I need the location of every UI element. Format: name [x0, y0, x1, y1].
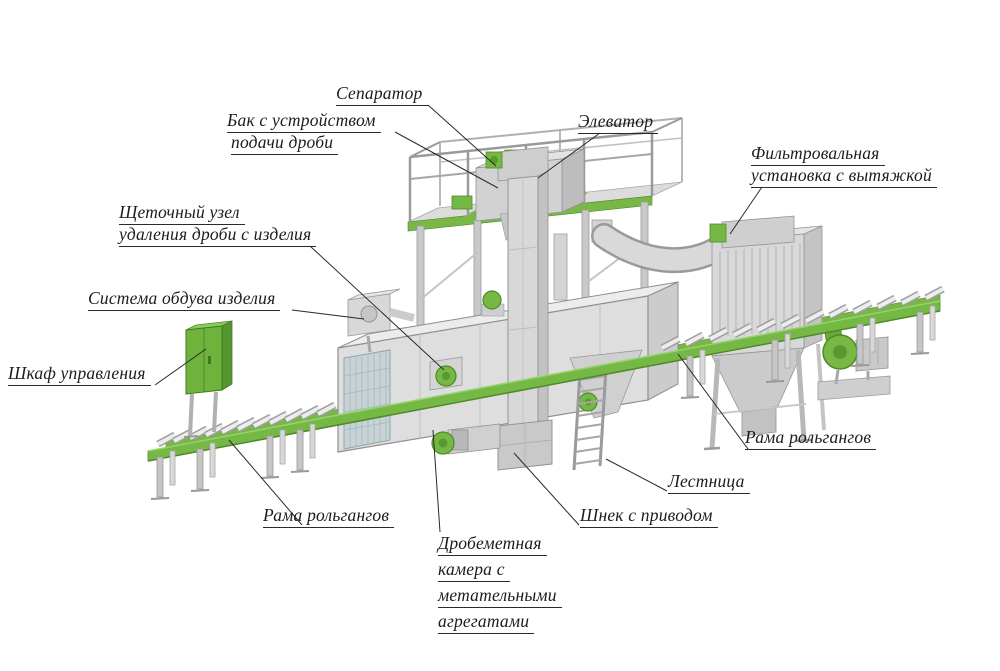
label-shot-tank-line1: Бак с устройством	[227, 110, 381, 134]
label-chamber-line4: агрегатами	[438, 611, 535, 635]
label-frame-left: Рама рольгангов	[263, 505, 395, 529]
brush-unit	[429, 356, 463, 391]
label-shot-tank-line2: подачи дроби	[231, 132, 339, 156]
return-pipe	[553, 233, 568, 301]
exhaust-fan	[817, 323, 891, 401]
leader-blowoff	[291, 309, 365, 320]
label-chamber-line3: метательными	[438, 585, 562, 609]
blast-chamber	[337, 281, 679, 453]
leader-separator	[427, 104, 497, 167]
label-brush-line2: удаления дроби с изделия	[119, 224, 317, 248]
leader-brush	[309, 245, 445, 371]
label-screw: Шнек с приводом	[580, 505, 718, 529]
leader-frame-left	[228, 439, 303, 526]
label-frame-right: Рама рольгангов	[745, 427, 877, 451]
ladder	[572, 367, 608, 471]
leader-screw	[513, 452, 580, 526]
conveyor-front-rail	[147, 300, 941, 462]
screw-conveyor	[431, 419, 553, 471]
label-chamber-line2: камера с	[438, 559, 510, 583]
label-ladder: Лестница	[668, 471, 750, 495]
label-blowoff: Система обдува изделия	[88, 288, 281, 312]
leader-frame-right	[677, 353, 749, 450]
label-separator: Сепаратор	[336, 83, 428, 107]
label-brush-line1: Щеточный узел	[119, 202, 245, 226]
blowoff-unit	[347, 288, 415, 353]
leader-filter	[729, 186, 763, 235]
leader-elevator	[537, 132, 601, 179]
leader-chamber	[432, 429, 441, 533]
filter-unit	[703, 215, 826, 451]
label-elevator: Элеватор	[578, 111, 659, 135]
label-chamber-line1: Дробеметная	[438, 533, 547, 557]
leader-shot-tank	[394, 131, 499, 189]
leader-cabinet	[154, 348, 207, 386]
elevator-column	[507, 170, 549, 456]
label-filter-line2: установка с вытяжкой	[751, 165, 937, 189]
leader-lines	[154, 104, 763, 533]
label-cabinet: Шкаф управления	[8, 363, 151, 387]
label-filter-line1: Фильтровальная	[751, 143, 885, 167]
exhaust-duct	[591, 219, 741, 273]
leader-ladder	[605, 458, 668, 492]
control-cabinet	[183, 320, 233, 438]
